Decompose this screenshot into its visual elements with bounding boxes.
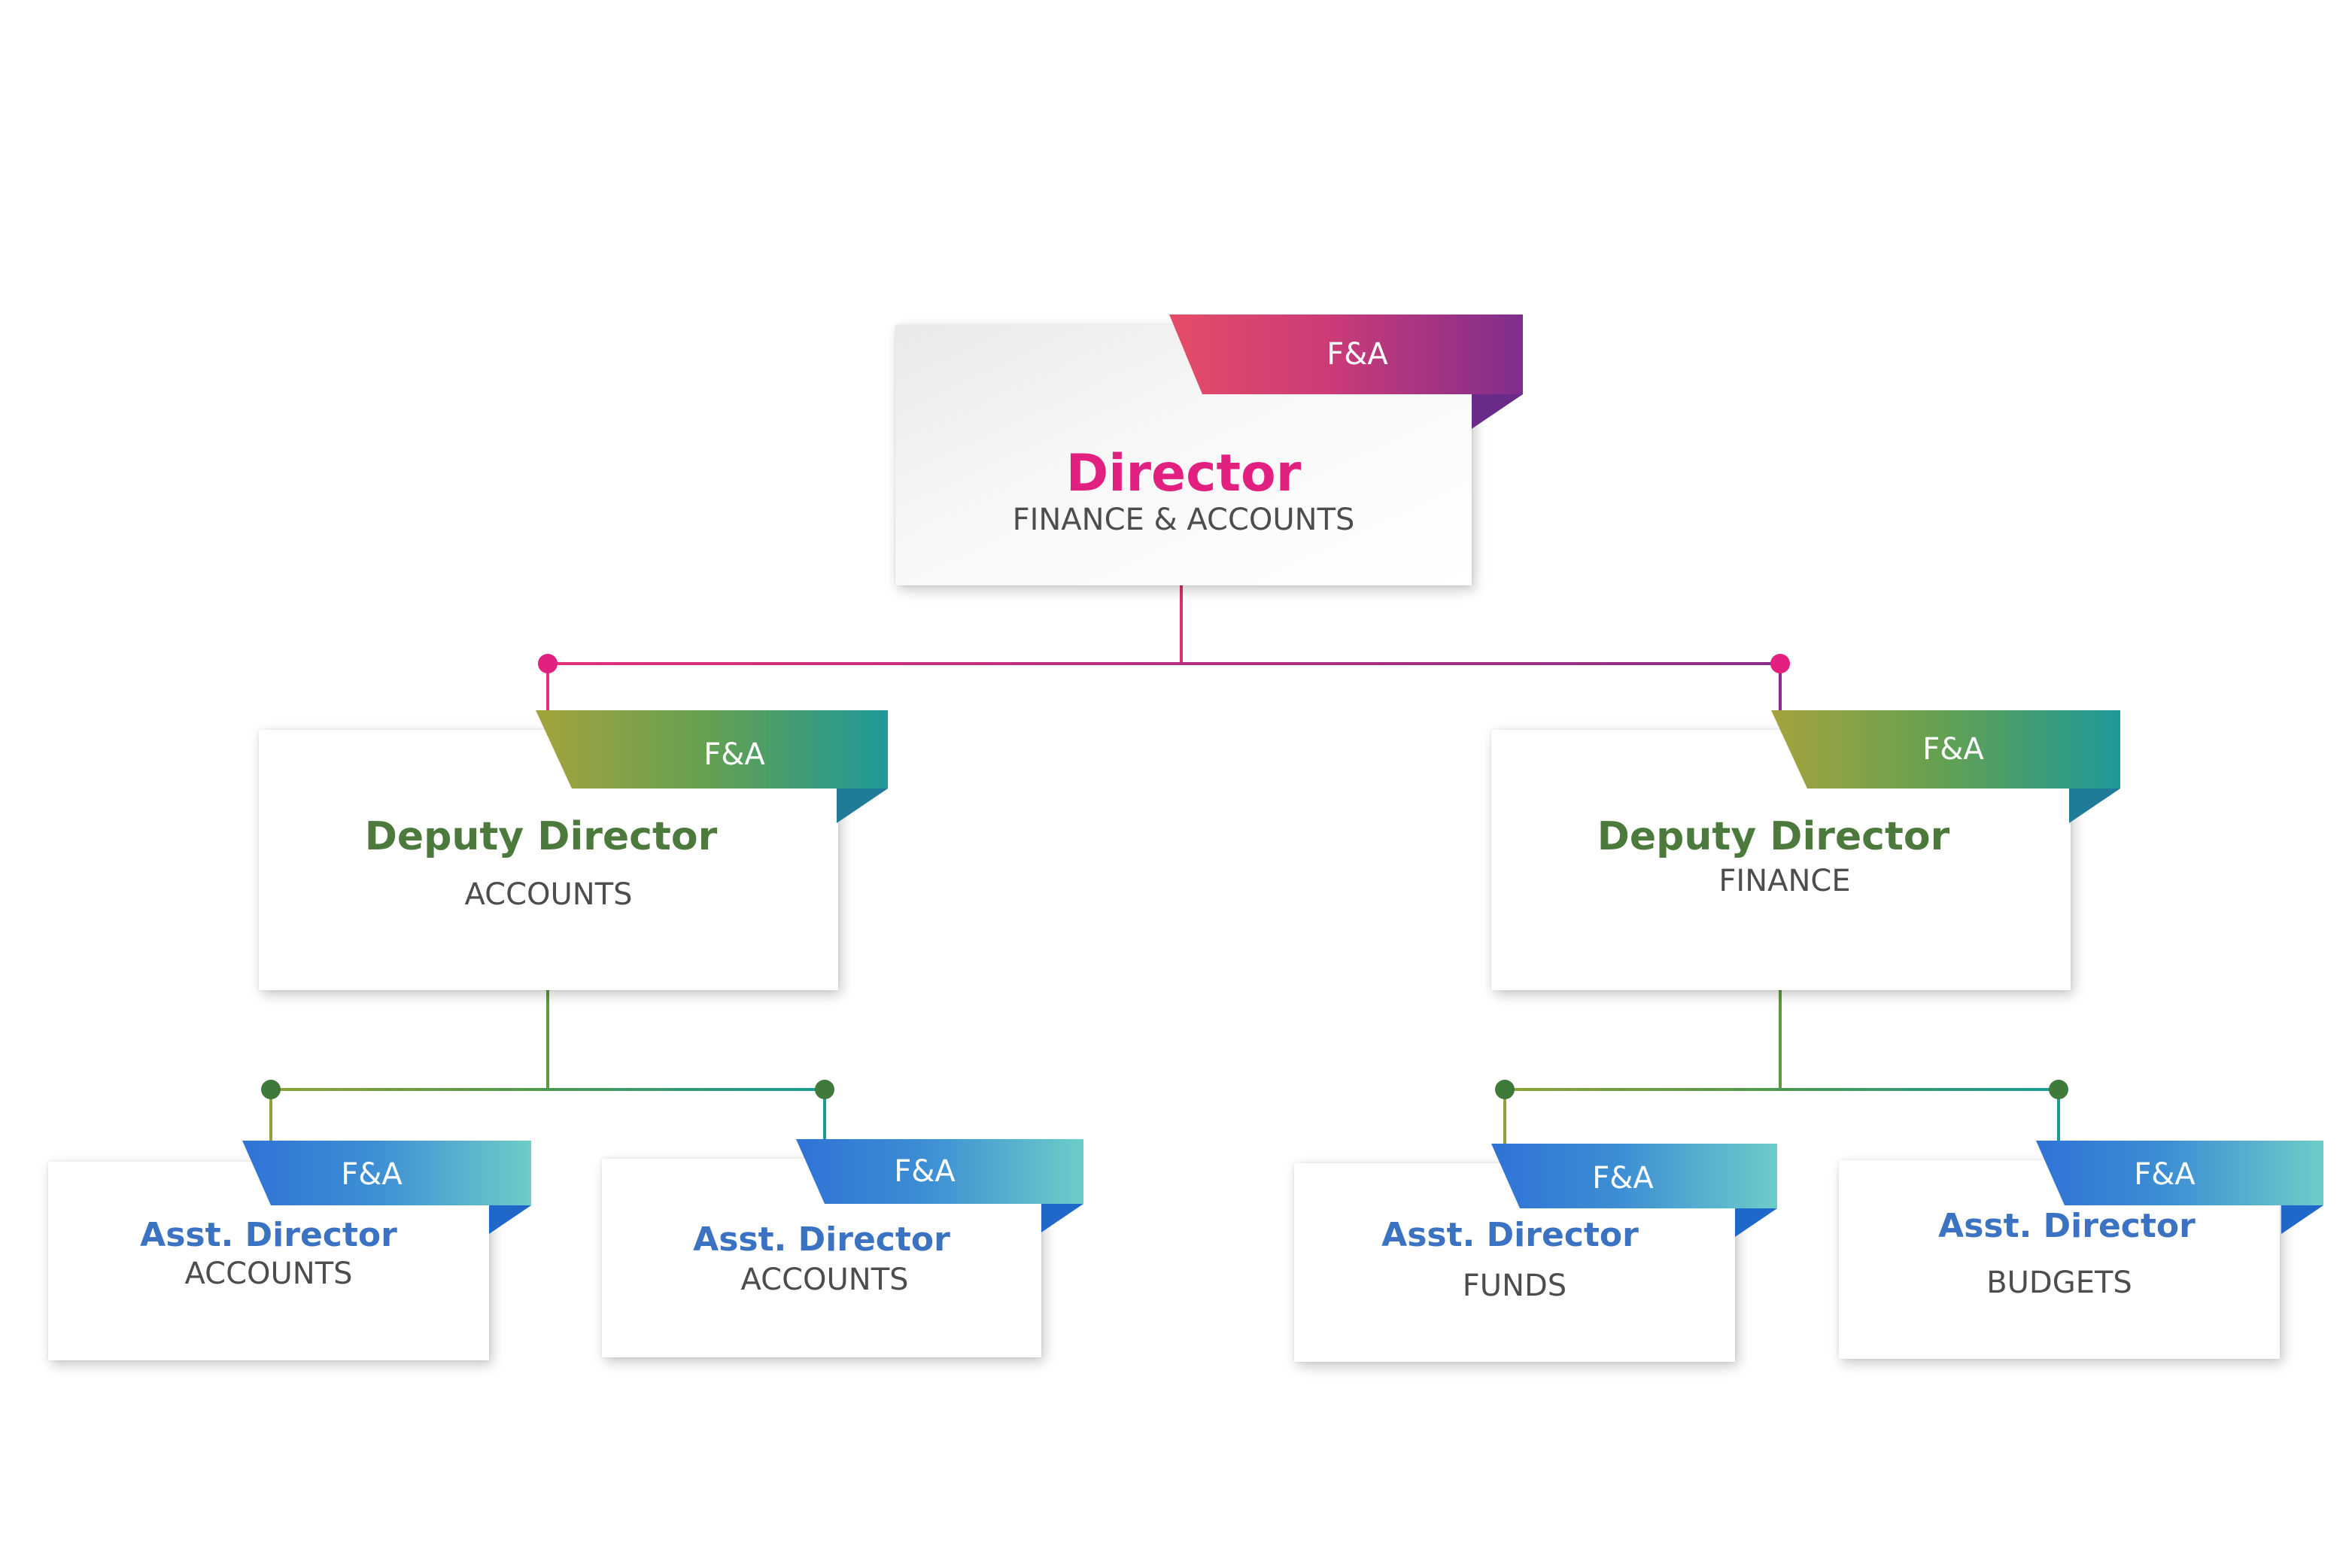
director-tag: F&A bbox=[1169, 315, 1523, 429]
tag-label: F&A bbox=[1922, 732, 1984, 767]
node-subtitle: ACCOUNTS bbox=[184, 1257, 353, 1291]
node-title: Asst. Director bbox=[1938, 1207, 2196, 1245]
connector-dot bbox=[538, 654, 558, 673]
node-title: Asst. Director bbox=[693, 1220, 950, 1259]
tag-label: F&A bbox=[1592, 1161, 1654, 1196]
tag-ribbon-shape bbox=[242, 1141, 531, 1234]
asst-budgets-tag: F&A bbox=[2036, 1141, 2323, 1235]
connector-dot bbox=[1770, 654, 1790, 673]
tag-label: F&A bbox=[1326, 337, 1388, 372]
node-subtitle: ACCOUNTS bbox=[740, 1263, 909, 1297]
connector-dot bbox=[815, 1080, 834, 1099]
node-title: Deputy Director bbox=[364, 814, 718, 859]
node-subtitle: ACCOUNTS bbox=[464, 877, 633, 912]
tag-label: F&A bbox=[2134, 1157, 2196, 1192]
tag-ribbon-shape bbox=[2036, 1141, 2323, 1234]
node-title: Director bbox=[1065, 444, 1302, 503]
tag-label: F&A bbox=[703, 737, 765, 772]
connector-dot bbox=[1495, 1080, 1515, 1099]
deputy-accounts-tag: F&A bbox=[536, 710, 888, 825]
connector-dot bbox=[261, 1080, 281, 1099]
node-title: Deputy Director bbox=[1597, 814, 1950, 859]
tag-ribbon-shape bbox=[1491, 1144, 1777, 1237]
tag-ribbon-shape bbox=[536, 710, 888, 823]
connector-dots bbox=[261, 654, 2068, 1099]
tag-ribbon-shape bbox=[796, 1139, 1083, 1232]
node-subtitle: BUDGETS bbox=[1986, 1266, 2132, 1300]
deputy-finance-tag: F&A bbox=[1771, 710, 2120, 825]
node-title: Asst. Director bbox=[1381, 1216, 1639, 1254]
node-title: Asst. Director bbox=[140, 1216, 397, 1254]
tag-label: F&A bbox=[894, 1154, 956, 1189]
asst-accounts-1-tag: F&A bbox=[242, 1141, 531, 1235]
asst-funds-tag: F&A bbox=[1491, 1144, 1777, 1238]
node-subtitle: FINANCE & ACCOUNTS bbox=[1012, 503, 1355, 537]
connector-dot bbox=[2049, 1080, 2068, 1099]
tag-ribbon-shape bbox=[1771, 710, 2120, 823]
node-subtitle: FINANCE bbox=[1718, 864, 1851, 898]
asst-accounts-2-tag: F&A bbox=[796, 1139, 1083, 1234]
tag-ribbon-shape bbox=[1169, 315, 1523, 429]
tag-label: F&A bbox=[341, 1157, 403, 1192]
node-subtitle: FUNDS bbox=[1462, 1269, 1567, 1303]
